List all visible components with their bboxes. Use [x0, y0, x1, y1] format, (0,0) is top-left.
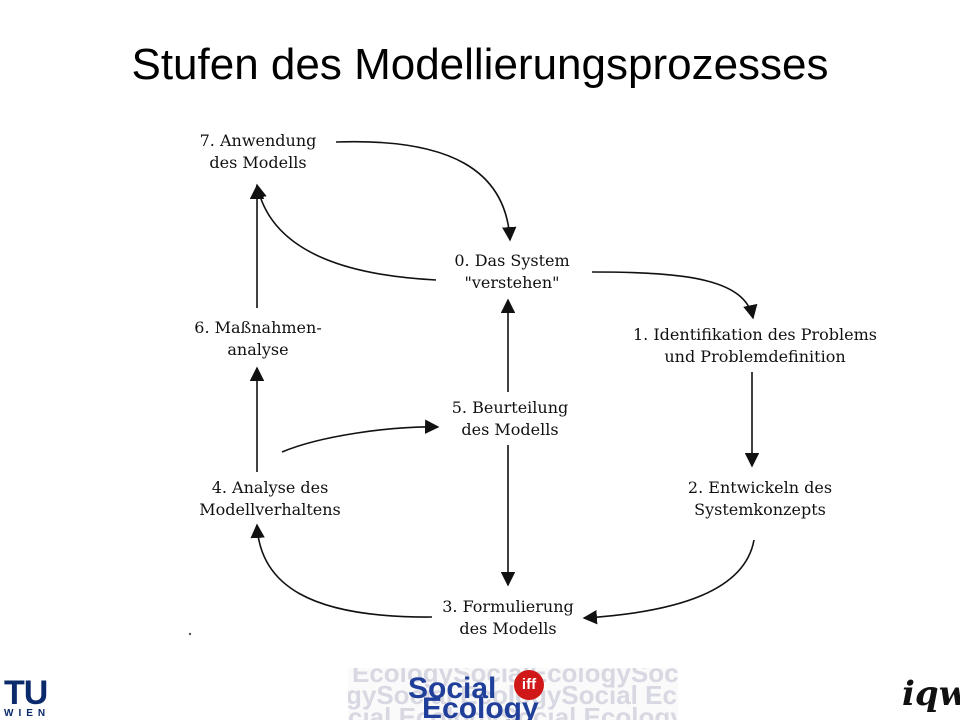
stray-dot: [188, 632, 192, 636]
slide-title: Stufen des Modellierungsprozesses: [131, 40, 829, 89]
arrow-0-to-7: [252, 183, 437, 281]
node-3: 3. Formulierung des Modells: [442, 597, 574, 638]
arrow-0-to-1: [591, 271, 758, 320]
node-7: 7. Anwendung des Modells: [200, 131, 317, 172]
node-2-line1: 2. Entwickeln des: [688, 478, 832, 497]
node-6-line2: analyse: [227, 340, 288, 359]
node-6: 6. Maßnahmen- analyse: [194, 318, 321, 359]
arrow-3-to-4: [250, 523, 433, 618]
iff-badge-icon: iff: [514, 670, 544, 700]
node-6-line1: 6. Maßnahmen-: [194, 318, 321, 337]
tu-logo-main: TU: [4, 674, 48, 712]
tu-wien-logo: TU WIEN: [4, 674, 64, 720]
iff-word-social: Social: [408, 672, 497, 705]
node-1: 1. Identifikation des Problems und Probl…: [633, 325, 877, 366]
tu-logo-sub: WIEN: [4, 708, 51, 719]
node-0: 0. Das System "verstehen": [454, 251, 569, 292]
node-0-line1: 0. Das System: [454, 251, 569, 270]
node-5: 5. Beurteilung des Modells: [452, 398, 569, 439]
node-3-line1: 3. Formulierung: [442, 597, 574, 616]
arrow-2-to-3: [582, 539, 755, 625]
node-2: 2. Entwickeln des Systemkonzepts: [688, 478, 832, 519]
node-2-line2: Systemkonzepts: [694, 500, 826, 519]
arrow-7-to-0: [335, 140, 517, 242]
iff-bg-text-2: gySocial EcologySocial Ecol: [348, 680, 678, 710]
node-1-line1: 1. Identifikation des Problems: [633, 325, 877, 344]
arrow-group: [249, 140, 760, 625]
node-4: 4. Analyse des Modellverhaltens: [199, 478, 341, 519]
node-1-line2: und Problemdefinition: [664, 347, 845, 366]
node-5-line2: des Modells: [461, 420, 558, 439]
arrow-4-to-5: [281, 419, 440, 453]
node-7-line1: 7. Anwendung: [200, 131, 317, 150]
node-5-line1: 5. Beurteilung: [452, 398, 569, 417]
node-4-line1: 4. Analyse des: [212, 478, 329, 497]
node-3-line2: des Modells: [459, 619, 556, 638]
node-4-line2: Modellverhaltens: [199, 500, 341, 519]
node-7-line2: des Modells: [209, 153, 306, 172]
iff-bg-text-3: cial EcologySocial Ecology: [348, 702, 678, 720]
iqw-logo: iqw: [902, 674, 960, 714]
node-0-line2: "verstehen": [464, 273, 559, 292]
